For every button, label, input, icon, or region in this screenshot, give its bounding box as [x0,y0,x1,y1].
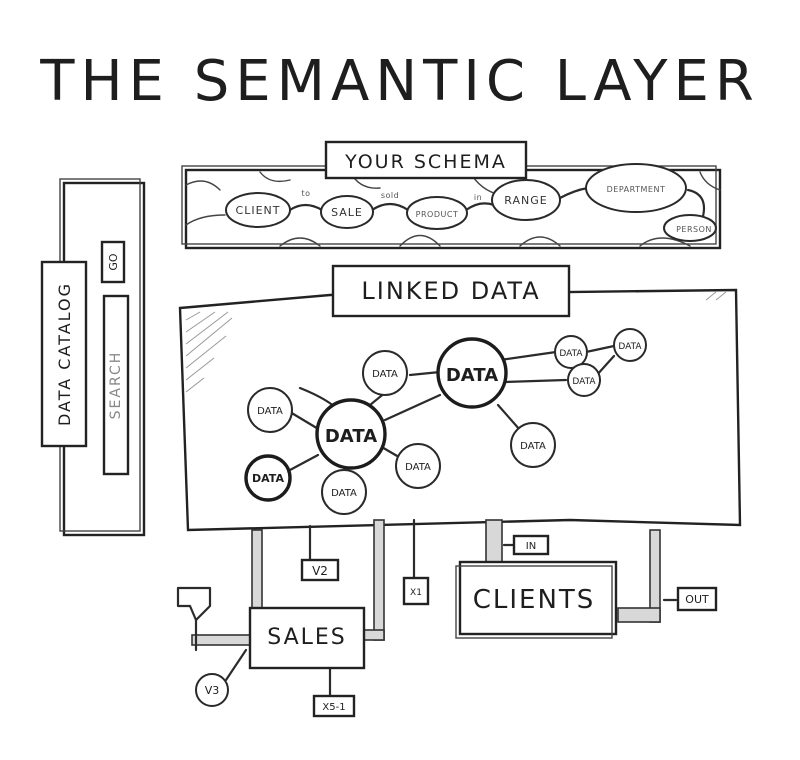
sales-label: SALES [267,625,347,650]
data-node [244,454,292,502]
data-node [395,443,441,489]
schema-heading-box [324,140,528,180]
schema-label-client: CLIENT [236,204,281,217]
data-node [554,335,588,369]
data-node-label: DATA [559,349,583,359]
clients-box [458,560,618,636]
v2-label: V2 [312,564,328,578]
schema-label-person: PERSON [676,225,712,234]
funnel-icon [176,586,212,622]
v3-tag [195,673,229,707]
schema-label-range: RANGE [504,194,547,207]
catalog-panel: DATA CATALOG GO SEARCH [40,178,146,537]
schema-node-person [663,214,717,242]
v3-label: V3 [205,684,220,697]
schema-node-sale [320,195,374,229]
data-node-label: DATA [405,462,431,473]
linked-data-panel: DATA DATA DATA DATA DATA DATA DATA DATA … [178,264,742,532]
schema-edge-to: to [301,189,310,198]
catalog-search-placeholder: SEARCH [108,351,124,420]
schema-label-department: DEPARTMENT [607,185,666,194]
data-node-label: DATA [252,472,284,485]
pipe [251,529,263,611]
catalog-go-label: GO [107,253,120,271]
data-node [247,387,293,433]
sales-box [248,606,366,670]
x1-tag [402,576,430,606]
schema-heading: YOUR SCHEMA [344,151,507,173]
x1-label: X1 [410,588,422,598]
schema-label-sale: SALE [331,206,363,219]
data-node [321,469,367,515]
schema-label-product: PRODUCT [416,210,459,219]
data-node-hub-1 [315,398,387,470]
x5-1-tag [312,694,356,718]
data-node [613,328,647,362]
x5-1-label: X5-1 [322,702,345,713]
data-node-label: DATA [520,441,546,452]
linked-data-heading-box [331,264,571,318]
data-node-label: DATA [325,426,377,447]
v2-tag [300,558,340,582]
data-node-label: DATA [257,406,283,417]
schema-panel: CLIENT SALE PRODUCT RANGE DEPARTMENT PER… [181,140,722,250]
out-tag [676,586,718,612]
schema-edge-sold: sold [381,191,399,200]
catalog-go-button[interactable] [100,240,126,284]
pipe [373,519,385,641]
pipes [176,518,678,702]
data-node-label: DATA [446,365,498,386]
outputs: SALES CLIENTS V2 V3 X1 X5-1 IN OUT [195,534,718,718]
schema-node-product [406,196,468,230]
linked-data-heading: LINKED DATA [361,277,540,305]
schema-edge-in: in [474,193,482,202]
schema-node-department [585,163,687,213]
catalog-search-input[interactable] [102,294,130,476]
data-node-label: DATA [372,369,398,380]
data-node-label: DATA [331,488,357,499]
schema-node-range [491,179,561,221]
clients-label: CLIENTS [473,585,596,615]
data-node [510,422,556,468]
data-node [567,363,601,397]
schema-node-client [225,192,291,228]
page-title: THE SEMANTIC LAYER [39,49,760,114]
data-node-hub-2 [436,337,508,409]
in-label: IN [526,541,536,552]
out-label: OUT [685,593,709,606]
data-node-label: DATA [572,377,596,387]
catalog-heading: DATA CATALOG [55,282,74,426]
in-tag [512,534,550,556]
data-node-label: DATA [618,342,642,352]
data-node [362,350,408,396]
catalog-heading-box [40,260,88,448]
